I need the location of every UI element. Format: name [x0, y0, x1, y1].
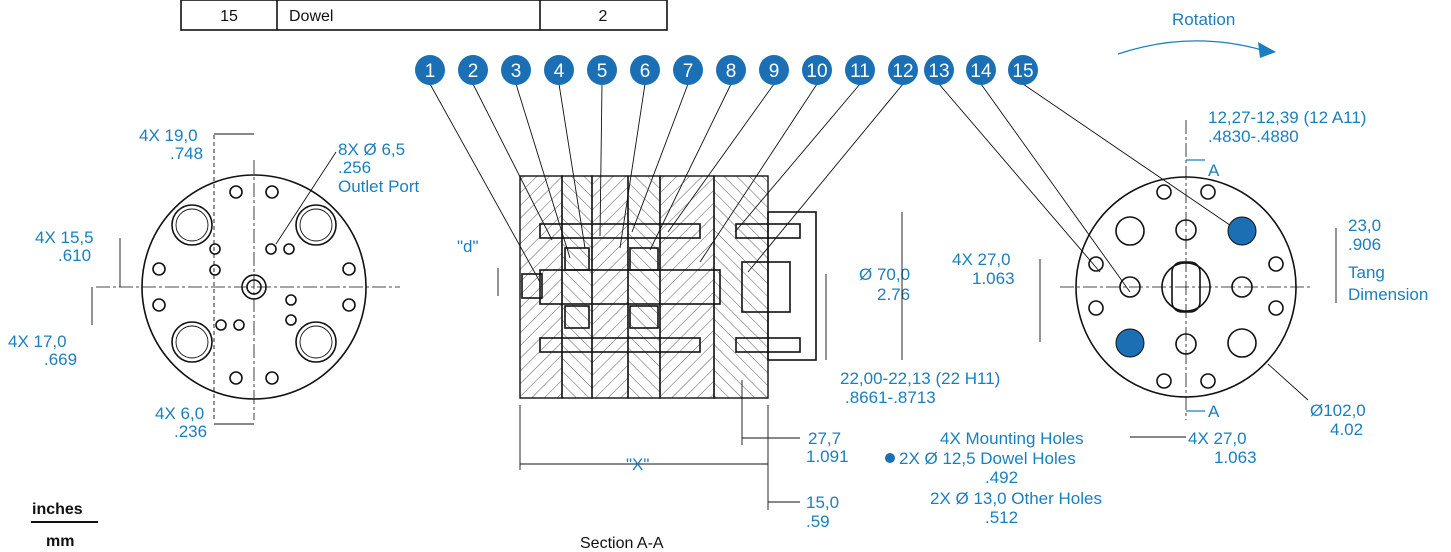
note-other-in: .512	[985, 508, 1018, 527]
balloon-leader	[1022, 83, 1241, 233]
balloon-circle	[673, 55, 703, 85]
dim-277: 27,7	[808, 429, 841, 448]
balloon-circle	[966, 55, 996, 85]
dim-230-in: .906	[1348, 235, 1381, 254]
balloon-circle	[415, 55, 445, 85]
dim-dia102: Ø102,0	[1310, 401, 1366, 420]
balloon-label: 7	[683, 61, 694, 82]
units-legend: inches mm	[31, 501, 98, 550]
dim-d: "d"	[457, 237, 479, 256]
balloon-label: 13	[928, 61, 949, 82]
units-top: inches	[32, 501, 83, 518]
balloon-label: 6	[640, 61, 651, 82]
dim-270b-in: 1.063	[1214, 448, 1257, 467]
balloon-circle	[630, 55, 660, 85]
balloon-circle	[1008, 55, 1038, 85]
tang-label-1: Tang	[1348, 263, 1385, 282]
dim-170-in: .669	[44, 350, 77, 369]
balloon-label: 5	[597, 61, 608, 82]
note-dowel: 2X Ø 12,5 Dowel Holes	[899, 449, 1076, 468]
balloon-circle	[716, 55, 746, 85]
dim-155: 4X 15,5	[35, 228, 94, 247]
units-bottom: mm	[46, 533, 74, 550]
outlet-label: Outlet Port	[338, 177, 420, 196]
dim-150-in: .59	[806, 512, 830, 531]
parts-table-row: 15 Dowel 2	[180, 0, 668, 31]
balloon-label: 11	[850, 61, 870, 82]
balloon-circle	[587, 55, 617, 85]
section-a-top: A	[1208, 161, 1220, 180]
note-other: 2X Ø 13,0 Other Holes	[930, 489, 1102, 508]
dim-230: 23,0	[1348, 216, 1381, 235]
left-view: 4X 19,0 .748 8X Ø 6,5 .256 Outlet Port 4…	[8, 126, 420, 441]
dim-h11-in: .8661-.8713	[845, 388, 936, 407]
balloon-label: 2	[468, 61, 479, 82]
dim-x: "X"	[626, 455, 649, 474]
dim-60-in: .236	[174, 422, 207, 441]
balloon-label: 10	[806, 61, 827, 82]
dim-a11: 12,27-12,39 (12 A11)	[1208, 108, 1366, 127]
dim-60: 4X 6,0	[155, 404, 204, 423]
section-view: "d" Ø 70,0 2.76 22,00-22,13 (22 H11) .86…	[457, 175, 1000, 552]
balloon-circle	[924, 55, 954, 85]
balloon-label: 3	[511, 61, 522, 82]
right-view: 12,27-12,39 (12 A11) .4830-.4880 A A 23,…	[952, 108, 1428, 467]
balloon-circle	[501, 55, 531, 85]
balloon-label: 9	[769, 61, 780, 82]
balloon-circle	[759, 55, 789, 85]
table-item: 15	[220, 8, 238, 25]
balloon-label: 14	[970, 61, 992, 82]
dowel-symbol-icon	[885, 453, 895, 463]
balloon-leader	[747, 83, 904, 273]
dim-dia102-in: 4.02	[1330, 420, 1363, 439]
note-dowel-in: .492	[985, 468, 1018, 487]
dim-65: 8X Ø 6,5	[338, 140, 405, 159]
rotation-indicator: Rotation	[1117, 10, 1276, 58]
balloon-label: 15	[1012, 61, 1033, 82]
balloon-circle	[845, 55, 875, 85]
dowel-hole-icon	[1115, 328, 1145, 358]
table-qty: 2	[599, 8, 608, 25]
tang-label-2: Dimension	[1348, 285, 1428, 304]
dim-270-in: 1.063	[972, 269, 1015, 288]
dim-150: 15,0	[806, 493, 839, 512]
dim-19-in: .748	[170, 144, 203, 163]
dim-a11-in: .4830-.4880	[1208, 127, 1299, 146]
table-name: Dowel	[289, 8, 333, 25]
dim-h11: 22,00-22,13 (22 H11)	[840, 369, 1000, 388]
dim-dia70: Ø 70,0	[859, 265, 910, 284]
balloon-label: 1	[425, 61, 436, 82]
dim-270: 4X 27,0	[952, 250, 1011, 269]
dim-170: 4X 17,0	[8, 332, 67, 351]
balloon-leader	[938, 83, 1101, 273]
section-title: Section A-A	[580, 535, 664, 552]
balloon-circle	[544, 55, 574, 85]
balloon-circle	[458, 55, 488, 85]
dim-65-in: .256	[338, 158, 371, 177]
balloon-circle	[802, 55, 832, 85]
dim-277-in: 1.091	[806, 447, 849, 466]
rotation-arrow-icon	[1258, 42, 1276, 58]
rotation-label: Rotation	[1172, 10, 1235, 29]
balloon-leader	[980, 83, 1131, 293]
balloon-label: 4	[554, 61, 565, 82]
balloon-label: 12	[892, 61, 913, 82]
hole-notes: 4X Mounting Holes 2X Ø 12,5 Dowel Holes …	[885, 429, 1102, 527]
dim-270b: 4X 27,0	[1188, 429, 1247, 448]
dim-155-in: .610	[58, 246, 91, 265]
section-a-bottom: A	[1208, 402, 1220, 421]
balloon-circle	[888, 55, 918, 85]
dowel-hole-icon	[1227, 216, 1257, 246]
balloon-label: 8	[726, 61, 737, 82]
dim-dia70-in: 2.76	[877, 285, 910, 304]
dim-19: 4X 19,0	[139, 126, 198, 145]
note-mounting: 4X Mounting Holes	[940, 429, 1084, 448]
